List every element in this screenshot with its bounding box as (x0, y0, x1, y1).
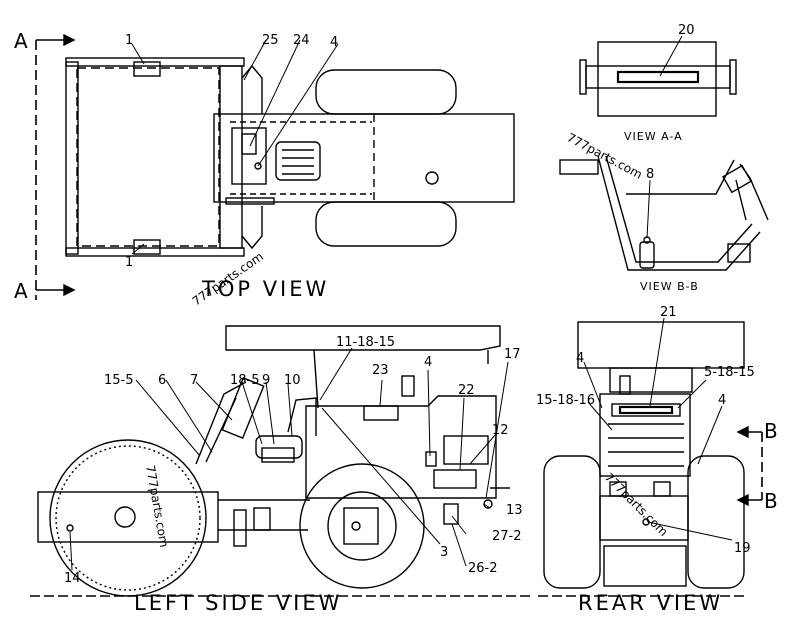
callout-rear-4-left: 4 (576, 351, 584, 366)
left-side-view-drawing (30, 325, 530, 597)
callout-top-1-lower: 1 (125, 255, 133, 270)
view-aa-drawing (579, 41, 737, 117)
callout-rear-5-18-15: 5-18-15 (704, 365, 755, 380)
callout-side-17: 17 (504, 347, 521, 362)
callout-top-25: 25 (262, 33, 279, 48)
section-marker-b-top: B (764, 419, 778, 443)
callout-side-9: 9 (262, 373, 270, 388)
leader-lines (69, 35, 733, 571)
section-marker-a-bottom: A (14, 279, 28, 303)
callout-rear-19: 19 (734, 541, 751, 556)
callout-labels: 1 1 25 24 4 20 8 11-18-15 15-5 6 7 18-5 … (64, 23, 755, 586)
callout-side-14: 14 (64, 571, 81, 586)
section-marker-a-top: A (14, 29, 28, 53)
callout-side-22: 22 (458, 383, 475, 398)
callout-rear-21: 21 (660, 305, 677, 320)
callout-side-6: 6 (158, 373, 166, 388)
callout-side-13: 13 (506, 503, 523, 518)
callout-aa-20: 20 (678, 23, 695, 38)
top-view-drawing (35, 33, 515, 300)
rear-view-title: REAR VIEW (578, 591, 723, 615)
callout-top-24: 24 (293, 33, 310, 48)
left-side-view-title: LEFT SIDE VIEW (134, 591, 342, 615)
callout-rear-15-18-16: 15-18-16 (536, 393, 595, 408)
callout-side-12: 12 (492, 423, 509, 438)
callout-side-7: 7 (190, 373, 198, 388)
callout-side-15-5: 15-5 (104, 373, 134, 388)
callout-side-11-18-15: 11-18-15 (336, 335, 395, 350)
top-view-title: TOP VIEW (201, 277, 329, 301)
view-bb-drawing (559, 155, 769, 271)
callout-side-26-2: 26-2 (468, 561, 498, 576)
callout-side-10: 10 (284, 373, 301, 388)
view-bb-title: VIEW B-B (640, 280, 699, 293)
callout-rear-4-right: 4 (718, 393, 726, 408)
callout-side-4: 4 (424, 355, 432, 370)
callout-side-18-5: 18-5 (230, 373, 260, 388)
callout-side-27-2: 27-2 (492, 529, 522, 544)
callout-side-23: 23 (372, 363, 389, 378)
callout-top-1-upper: 1 (125, 33, 133, 48)
rear-view-drawing (538, 321, 763, 597)
view-aa-title: VIEW A-A (624, 130, 683, 143)
watermark-left-side-view: 777parts.com (143, 464, 171, 548)
watermark-rear-view: 777parts.com (602, 470, 671, 539)
section-marker-b-bottom: B (764, 489, 778, 513)
callout-bb-8: 8 (646, 167, 654, 182)
callout-side-3: 3 (440, 545, 448, 560)
callout-top-4: 4 (330, 35, 338, 50)
